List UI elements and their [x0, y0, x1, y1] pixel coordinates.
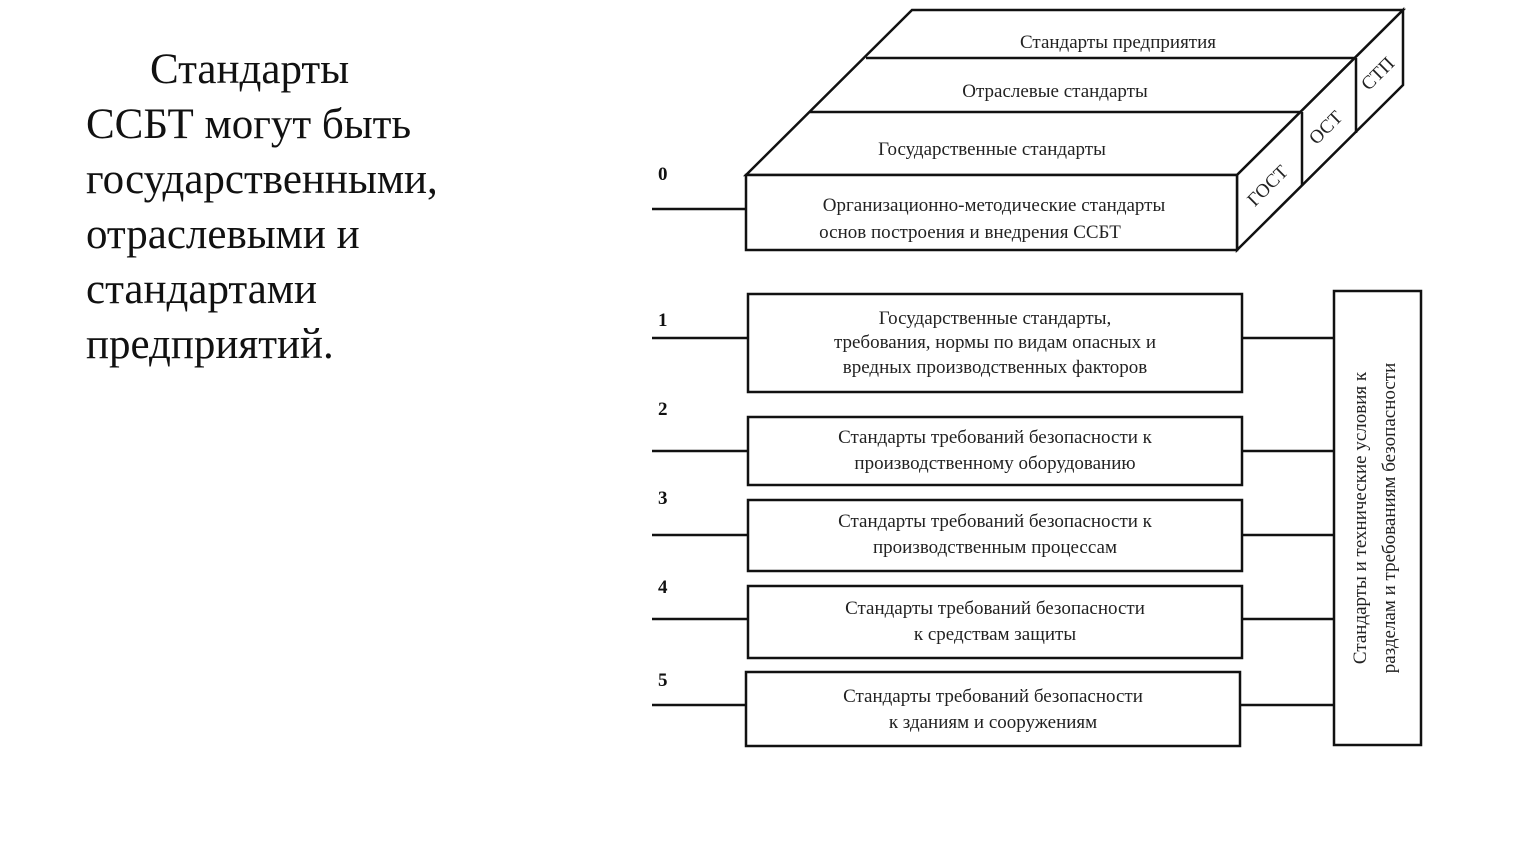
- layer-label-enterprise: Стандарты предприятия: [1020, 32, 1216, 53]
- side-box-line: разделам и требованиям безопасности: [1379, 363, 1400, 674]
- block-front-face: [744, 173, 1239, 252]
- level-number: 2: [658, 399, 668, 420]
- slide-text-line: ССБТ могут быть: [86, 101, 412, 148]
- level-box-line: вредных производственных факторов: [843, 357, 1147, 378]
- slide-text: Стандарты ССБТ могут быть государственны…: [86, 42, 606, 372]
- level-box-line: Стандарты требований безопасности: [843, 686, 1143, 707]
- level-4: 4 Стандарты требований безопасности к ср…: [652, 577, 1334, 660]
- level-box-line: производственным процессам: [873, 537, 1117, 558]
- slide-text-line: предприятий.: [86, 321, 334, 368]
- level-box-line: Стандарты требований безопасности: [845, 598, 1145, 619]
- level-1: 1 Государственные стандарты, требования,…: [652, 292, 1334, 394]
- level-box-line: к зданиям и сооружениям: [889, 712, 1097, 733]
- level-box-line: требования, нормы по видам опасных и: [834, 332, 1156, 353]
- level-box: [746, 584, 1244, 660]
- level-box-line: Государственные стандарты,: [879, 308, 1111, 329]
- level-number: 5: [658, 670, 668, 691]
- slide-text-line: стандартами: [86, 266, 318, 313]
- level-number: 0: [658, 164, 668, 185]
- technical-conditions-box: Стандарты и технические условия к раздел…: [1332, 289, 1423, 747]
- level-box-line: Стандарты требований безопасности к: [838, 511, 1153, 532]
- level-box-line: производственному оборудованию: [854, 453, 1135, 474]
- level-number: 1: [658, 310, 668, 331]
- level-number: 4: [658, 577, 668, 598]
- level-box-line: Стандарты требований безопасности к: [838, 427, 1153, 448]
- level-box: [744, 670, 1242, 748]
- slide-text-line: Стандарты: [150, 46, 350, 93]
- level-0: 0: [652, 164, 746, 211]
- side-box-line: Стандарты и технические условия к: [1350, 371, 1371, 664]
- level-3: 3 Стандарты требований безопасности к пр…: [652, 488, 1334, 573]
- layer-label-industry: Отраслевые стандарты: [962, 81, 1148, 102]
- level-2: 2 Стандарты требований безопасности к пр…: [652, 399, 1334, 487]
- slide-text-line: государственными,: [86, 156, 438, 203]
- level-box: [746, 415, 1244, 487]
- side-box: [1332, 289, 1423, 747]
- front-face-line: Организационно-методические стандарты: [823, 195, 1166, 216]
- level-number: 3: [658, 488, 668, 509]
- top-standards-block: Стандарты предприятия Отраслевые стандар…: [742, 6, 1407, 254]
- level-box-line: к средствам защиты: [914, 624, 1076, 645]
- slide-text-line: отраслевыми и: [86, 211, 360, 258]
- front-face-line: основ построения и внедрения ССБТ: [819, 222, 1121, 243]
- level-box: [746, 292, 1244, 394]
- level-5: 5 Стандарты требований безопасности к зд…: [652, 670, 1334, 748]
- layer-label-state: Государственные стандарты: [878, 139, 1106, 160]
